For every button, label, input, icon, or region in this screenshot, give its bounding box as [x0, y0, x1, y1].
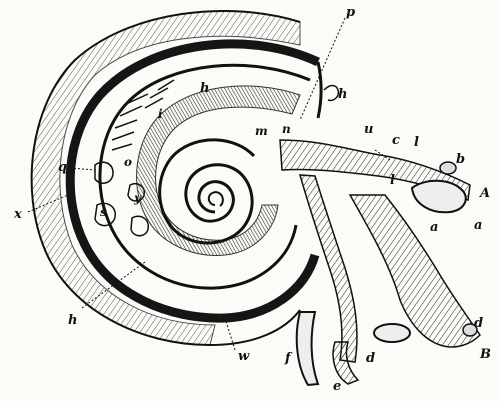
apex-spiral — [158, 138, 256, 245]
label-h-top: h — [338, 87, 347, 102]
label-h-inner: h — [200, 81, 209, 96]
label-s: s — [100, 205, 107, 219]
nerve-trunk — [279, 139, 471, 202]
label-i: i — [158, 107, 163, 121]
label-b: b — [456, 152, 465, 167]
label-c: c — [392, 133, 400, 148]
spiral-lamina — [98, 63, 311, 290]
spiral-dark-band — [65, 39, 320, 323]
appendage-f — [295, 311, 320, 387]
label-f: f — [284, 351, 293, 366]
leader-lines — [27, 17, 391, 351]
outer-shell-hatching — [31, 10, 301, 346]
label-d-left: d — [366, 351, 375, 366]
membrane-h-tip — [323, 84, 340, 102]
label-A: A — [478, 186, 490, 201]
label-a-right: a — [474, 218, 482, 233]
label-w: w — [238, 349, 250, 364]
nerve-branch-right — [348, 194, 481, 348]
labels: p h h h u c l b A a a l q x w f e d d B … — [13, 5, 491, 394]
label-o: o — [124, 155, 132, 169]
ganglion-A — [410, 179, 467, 214]
label-q: q — [58, 160, 67, 175]
middle-turn-hatching — [136, 85, 301, 256]
label-n: n — [282, 122, 291, 136]
label-p: p — [346, 5, 355, 20]
label-m: m — [255, 124, 268, 138]
label-B: B — [479, 347, 491, 362]
organ-cells — [94, 79, 175, 237]
label-l-mid: l — [390, 173, 395, 188]
label-h-bottom: h — [68, 313, 77, 328]
membrane-h — [316, 61, 323, 119]
apex-spiral-inner — [207, 191, 224, 207]
ganglion-d-left — [373, 323, 411, 343]
label-a-mid: a — [430, 220, 438, 235]
ganglion-d-right — [462, 323, 478, 337]
appendage-e — [332, 341, 360, 385]
label-x: x — [13, 207, 22, 222]
nerve-branch-lower — [298, 174, 358, 363]
label-u: u — [364, 122, 373, 137]
label-d-right: d — [474, 316, 483, 331]
label-l-top: l — [414, 135, 419, 150]
label-y: y — [133, 191, 142, 205]
label-e: e — [333, 379, 341, 394]
ganglion-b — [439, 161, 457, 175]
